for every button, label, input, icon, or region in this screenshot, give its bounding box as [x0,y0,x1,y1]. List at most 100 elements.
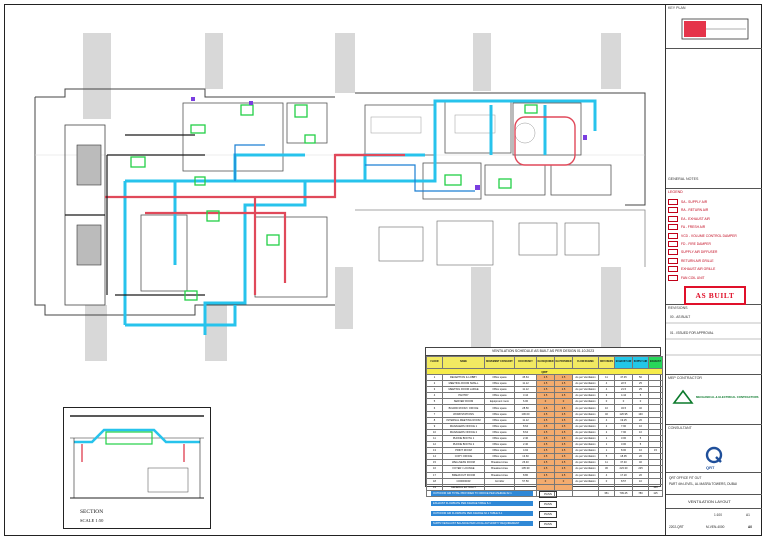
legend-item: FA - FRESH AIR [668,224,705,231]
legend-label: RA - RETURN AIR [681,208,709,213]
ventilation-drawing: SECTION SCALE 1:50 VENTILATION SCHEDULE … [5,5,665,535]
contractor-name: MECHANICAL & ELECTRICAL CONTRACTORS [696,395,759,399]
as-built-stamp: AS BUILT [684,286,746,305]
equipment-units [130,104,538,301]
legend-swatch-icon [668,274,678,281]
sheet-size: A1 [746,513,750,517]
floor-plan [34,33,646,361]
column-block [205,33,223,89]
section-detail-inset: SECTION SCALE 1:50 [63,407,211,529]
return-duct-network [105,153,405,295]
column-block [471,267,491,347]
column-block [335,33,355,93]
column-block [335,267,353,329]
legend-swatch-icon [668,257,678,264]
compliance-note-label: OUTDOOR AIR TOTAL PROVIDED TO OFFICE PER… [431,491,533,496]
legend-label: FAN COIL UNIT [681,275,705,280]
key-plan-cell: KEY PLAN [666,5,762,49]
contractor-cell: MEP CONTRACTOR MECHANICAL & ELECTRICAL C… [666,375,762,425]
drawing-title-cell: VENTILATION LAYOUT [666,495,762,509]
client-logo-text: QRT [706,465,715,470]
column-block [473,33,491,91]
compliance-note-value: PASS [539,501,557,508]
legend-swatch-icon [668,266,678,273]
sheet-info-cell: 1:100 A1 2202-QRT M-VEN-4000 A0 [666,509,762,535]
mep-contractor-label: MEP CONTRACTOR [668,376,703,380]
schedule-header-cell: SUPPLY AIR [632,356,649,369]
drawing-scale: 1:100 [714,513,722,517]
schedule-header-cell: FLOW REGIME [572,356,599,369]
legend-label: SUPPLY AIR DIFFUSER [681,250,718,255]
legend-swatch-icon [668,249,678,256]
drawing-number: 2202-QRT [669,525,684,529]
legend-item: VCD - VOLUME CONTROL DAMPER [668,232,737,239]
schedule-total-cell: 115 [648,489,663,497]
legend-swatch-icon [668,215,678,222]
client-logo-icon [705,446,723,464]
title-block: KEY PLAN GENERAL NOTES LEGEND SA - SUPPL… [665,5,762,535]
schedule-header-cell: MOVEMENT CATEGORY [484,356,515,369]
legend-swatch-icon [668,232,678,239]
revision-row: 01 - ISSUED FOR APPROVAL [670,331,714,335]
schedule-header-cell: FLOOR [426,356,443,369]
compliance-note-value: PASS [539,521,557,528]
revision-heading: REVISIONS [668,306,688,310]
general-notes-cell: GENERAL NOTES [666,49,762,189]
legend-swatch-icon [668,241,678,247]
compliance-notes: OUTDOOR AIR TOTAL PROVIDED TO OFFICE PER… [425,487,661,532]
project-cell: QRT OFFICE FIT OUT PART 4th LEVEL, AL MA… [666,473,762,495]
schedule-header-cell: OCCUPANCY [514,356,537,369]
legend-item: SA - SUPPLY AIR [668,199,707,205]
column-block [601,33,621,89]
drawing-sheet: SECTION SCALE 1:50 VENTILATION SCHEDULE … [4,4,762,536]
ventilation-schedule: VENTILATION SCHEDULE AS BUILT AS PER DES… [425,347,663,497]
schedule-header-cell: OA PROVIDED [554,356,573,369]
compliance-note-label: EXHAUST FLOWRATE PER ASHRAE TABLE 6-4 [431,501,533,506]
legend-label: VCD - VOLUME CONTROL DAMPER [681,233,737,238]
column-block [205,305,227,361]
schedule-header-cell: OA REQUIRED [536,356,555,369]
legend-item: FD - FIRE DAMPER [668,241,711,247]
client-name: QRT OFFICE FIT OUT [669,476,702,480]
sheet-code: M-VEN-4000 [706,525,725,529]
compliance-note-label: OUTDOOR AIR FLOWRATE PER ASHRAE 62.1 TAB… [431,511,533,516]
consultant-label: CONSULTANT [668,426,692,430]
legend-swatch-icon [668,224,678,231]
drawing-title: VENTILATION LAYOUT [688,499,731,504]
envelope-wall [34,97,335,316]
compliance-note-label: SUPPLY/EXHAUST BALANCE PER LOCAL AUTHORI… [431,521,533,526]
key-plan-diagram [681,18,749,40]
section-scale: SCALE 1:50 [80,518,104,523]
schedule-header-cell: EXHAUST AIR [614,356,633,369]
legend-label: RETURN AIR GRILLE [681,258,714,263]
revision-cell: REVISIONS 00 - AS BUILT 01 - ISSUED FOR … [666,305,762,375]
schedule-header-cell: EXHAUST [648,356,663,369]
legend-heading: LEGEND [668,190,683,194]
project-address: PART 4th LEVEL, AL MASRA TOWERS, DUBAI [669,482,737,486]
consultant-cell: CONSULTANT QRT [666,425,762,473]
section-label: SECTION [80,509,104,515]
legend-item: RETURN AIR GRILLE [668,257,714,264]
legend-cell: LEGEND SA - SUPPLY AIR RA - RETURN AIR EA … [666,189,762,305]
legend-item: EA - EXHAUST AIR [668,215,710,222]
revision-code: A0 [748,525,753,529]
legend-label: SA - SUPPLY AIR [681,199,708,204]
column-block [83,33,111,119]
contractor-logo-icon [672,389,694,404]
legend-item: RA - RETURN AIR [668,207,709,214]
legend-swatch-icon [668,207,678,214]
legend-item: FAN COIL UNIT [668,274,705,281]
legend-label: FD - FIRE DAMPER [681,241,711,246]
legend-swatch-icon [668,199,678,205]
